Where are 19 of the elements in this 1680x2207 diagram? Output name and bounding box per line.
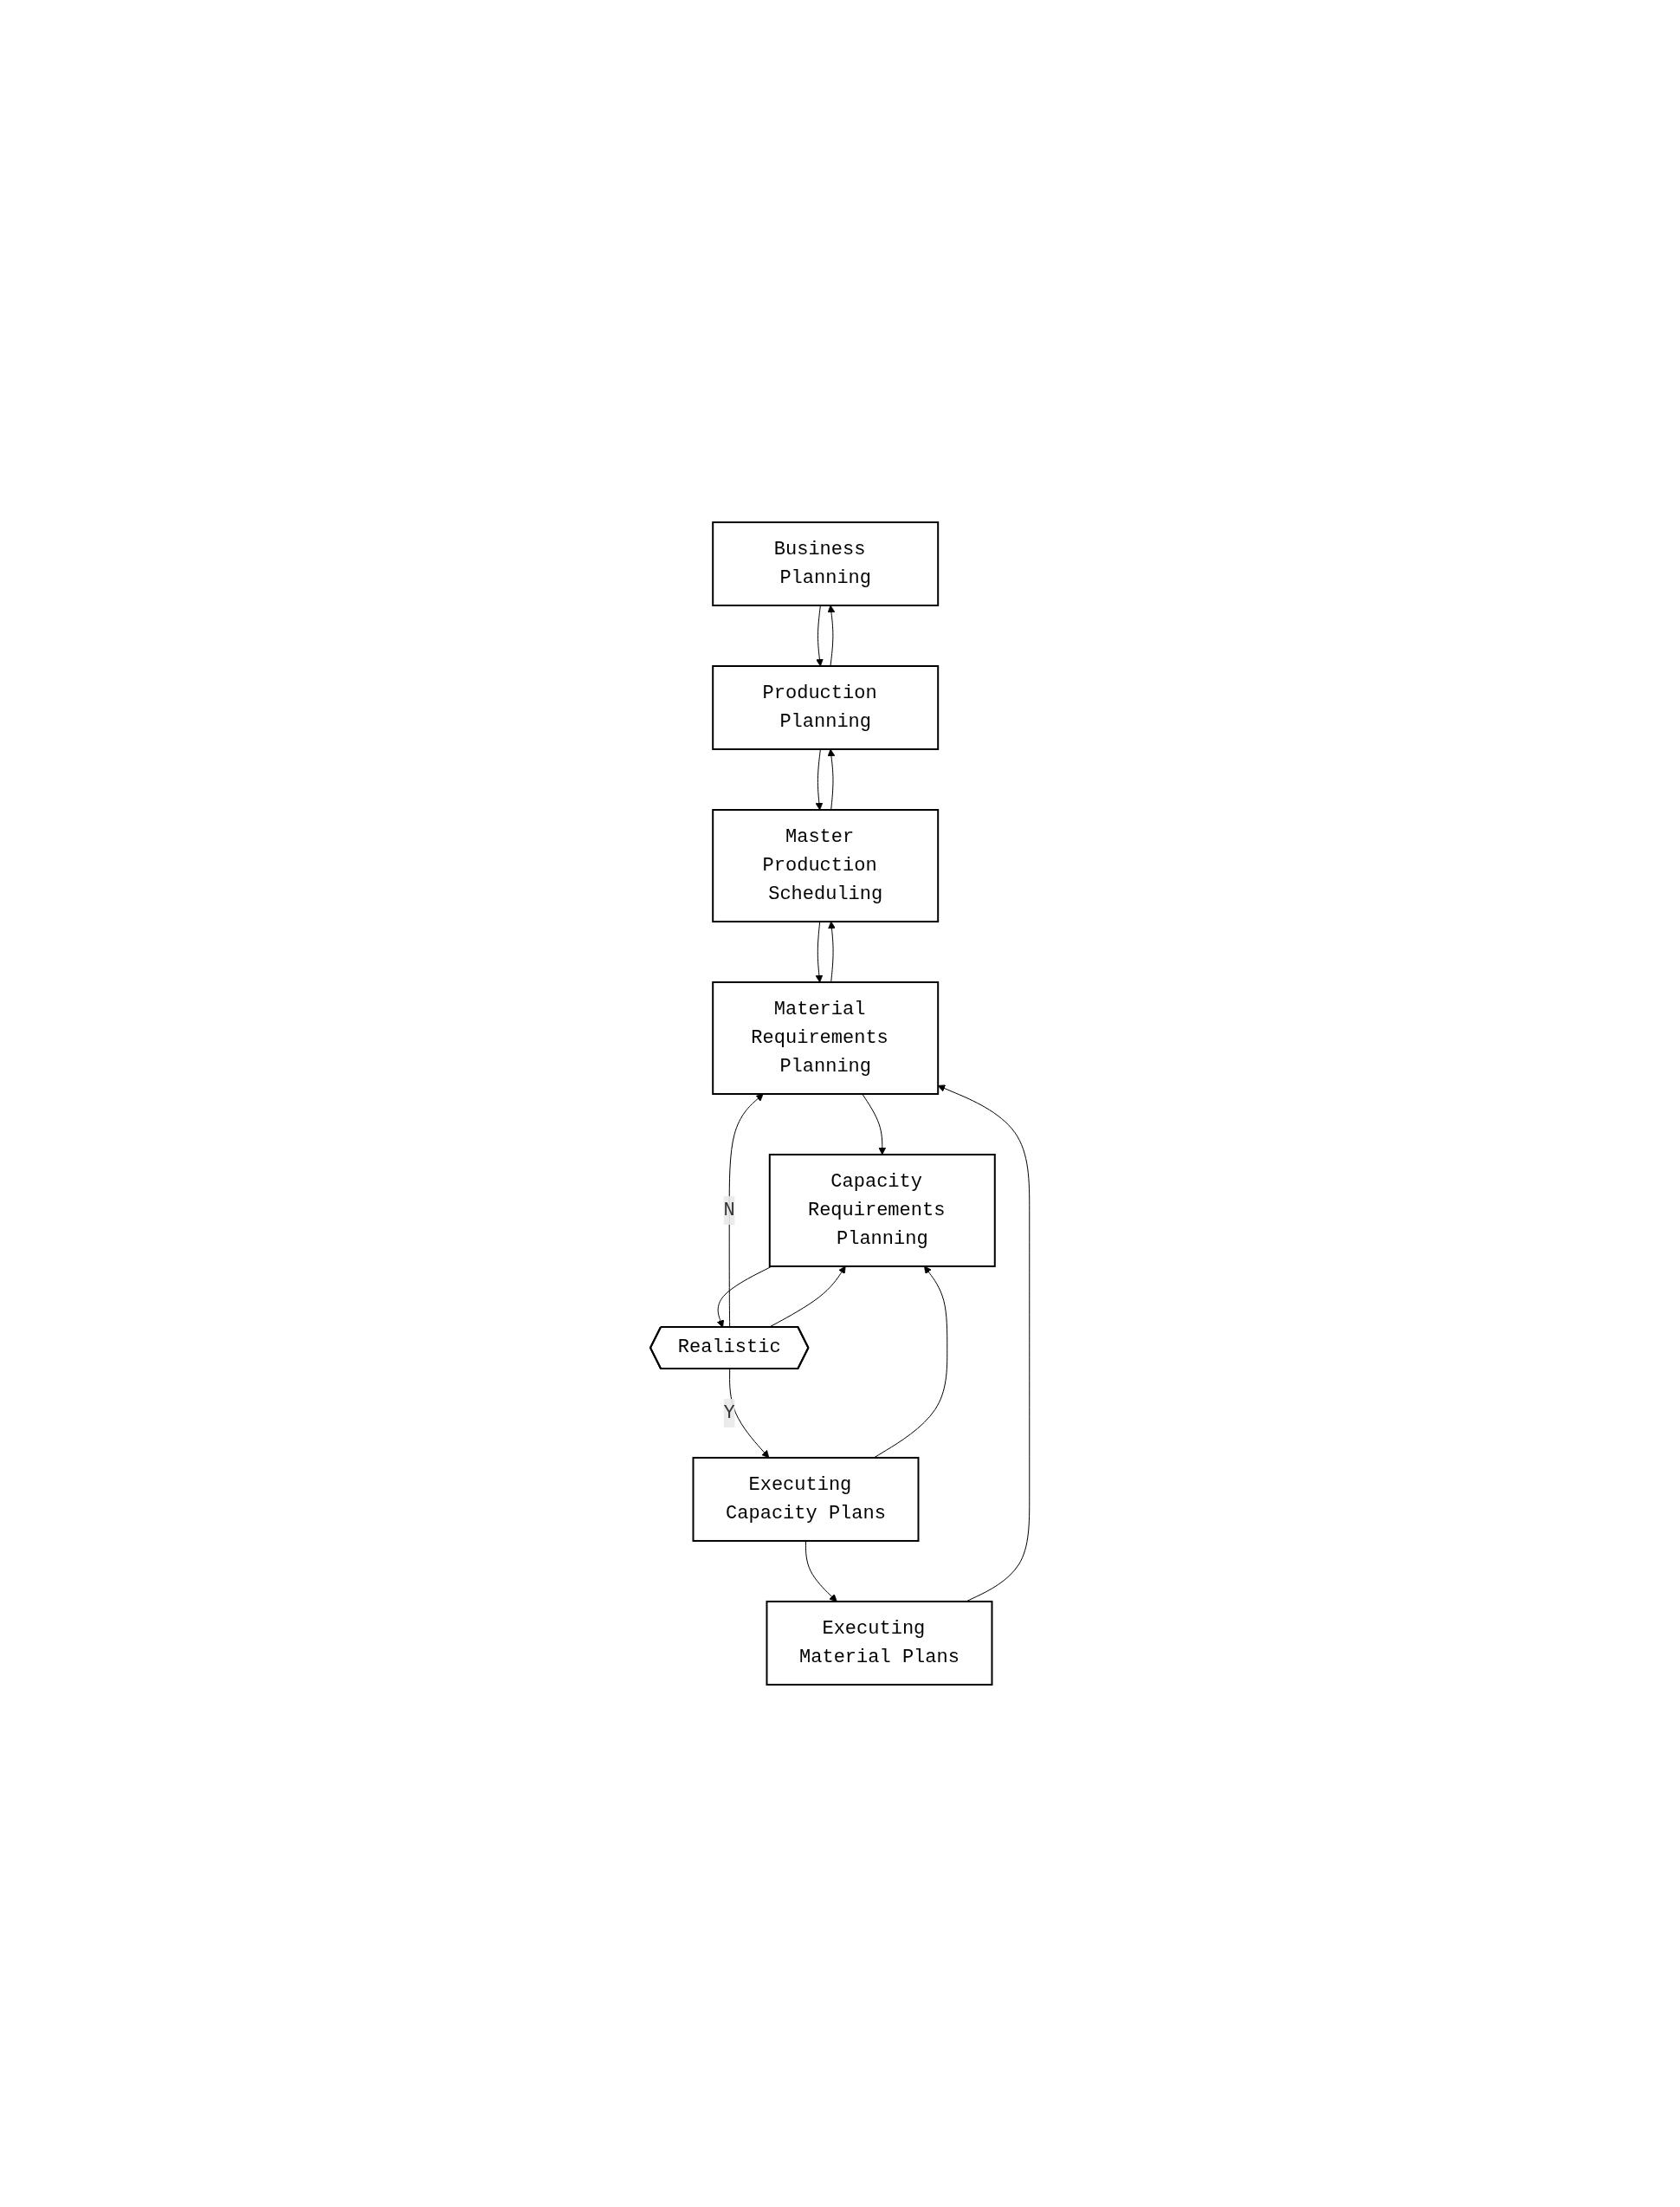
arrow <box>815 921 824 983</box>
edge-label: Y <box>723 1401 735 1424</box>
arrow <box>862 1093 887 1155</box>
node-box: Material Requirements Planning <box>712 981 940 1095</box>
arrow <box>805 1540 837 1602</box>
arrow <box>827 748 836 811</box>
arrow <box>816 605 824 667</box>
arrow <box>729 1369 770 1459</box>
node-box: Executing Material Plans <box>766 1600 993 1686</box>
arrow <box>716 1265 772 1328</box>
edge-label: N <box>723 1199 735 1221</box>
arrow <box>827 605 836 667</box>
node-box: Capacity Requirements Planning <box>768 1154 996 1267</box>
arrow <box>828 921 836 983</box>
node-box: Master Production Scheduling <box>712 809 940 922</box>
node-box: Executing Capacity Plans <box>692 1457 920 1542</box>
node-box: Business Planning <box>712 521 940 606</box>
arrow <box>815 748 824 811</box>
node-box: Production Planning <box>712 665 940 750</box>
